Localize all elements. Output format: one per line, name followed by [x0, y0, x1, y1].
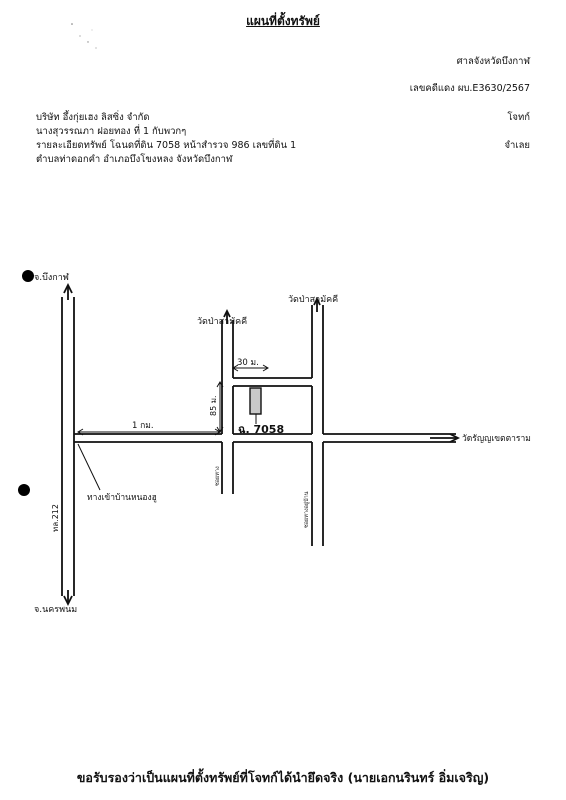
highway-label: ทล.212	[51, 504, 60, 532]
property-location: ตำบลท่าดอกคำ อำเภอบึงโขงหลง จังหวัดบึงกา…	[36, 154, 233, 165]
punch-hole-bottom	[18, 484, 30, 496]
village-entrance-label: ทางเข้าบ้านหนองฮู	[87, 492, 157, 503]
property-details: รายละเอียดทรัพย์ โฉนดที่ดิน 7058 หน้าสำร…	[36, 140, 297, 151]
width-dimension-label: 30 ม.	[237, 358, 259, 368]
temple-left-label: วัดป่าสามัคคี	[197, 316, 247, 327]
case-number: เลขคดีแดง ผบ.E3630/2567	[409, 83, 530, 94]
temple-right-label: วัดป่าสามัคคี	[288, 294, 338, 305]
defendant-name: นางสุวรรณภา ฝอยทอง ที่ 1 กับพวกๆ	[36, 126, 187, 137]
soi-right-label: ซอยทางอยู่บ้าน	[303, 491, 310, 528]
depth-dimension-label: 85 ม.	[209, 395, 218, 416]
east-temple-label: วัดรัญญเขตตาราม	[462, 434, 531, 444]
plaintiff-role: โจทก์	[507, 112, 530, 123]
court-name: ศาลจังหวัดบึงกาฬ	[456, 56, 530, 67]
punch-hole-top	[22, 270, 34, 282]
north-destination-label: จ.บึงกาฬ	[34, 272, 70, 283]
land-parcel	[249, 387, 262, 415]
plaintiff-name: บริษัท อึ้งกุ่ยเฮง ลิสซิ่ง จำกัด	[36, 112, 150, 123]
document-title: แผนที่ตั้งทรัพย์	[246, 14, 320, 28]
certification-statement: ขอรับรองว่าเป็นแผนที่ตั้งทรัพย์ที่โจทก์ไ…	[76, 770, 490, 785]
soi-left-label: ซอยทาง	[214, 466, 221, 486]
defendant-role: จำเลย	[504, 140, 530, 151]
distance-label: 1 กม.	[132, 421, 154, 431]
deed-number-label: ฉ. 7058	[238, 423, 284, 436]
south-destination-label: จ.นครพนม	[34, 605, 77, 615]
